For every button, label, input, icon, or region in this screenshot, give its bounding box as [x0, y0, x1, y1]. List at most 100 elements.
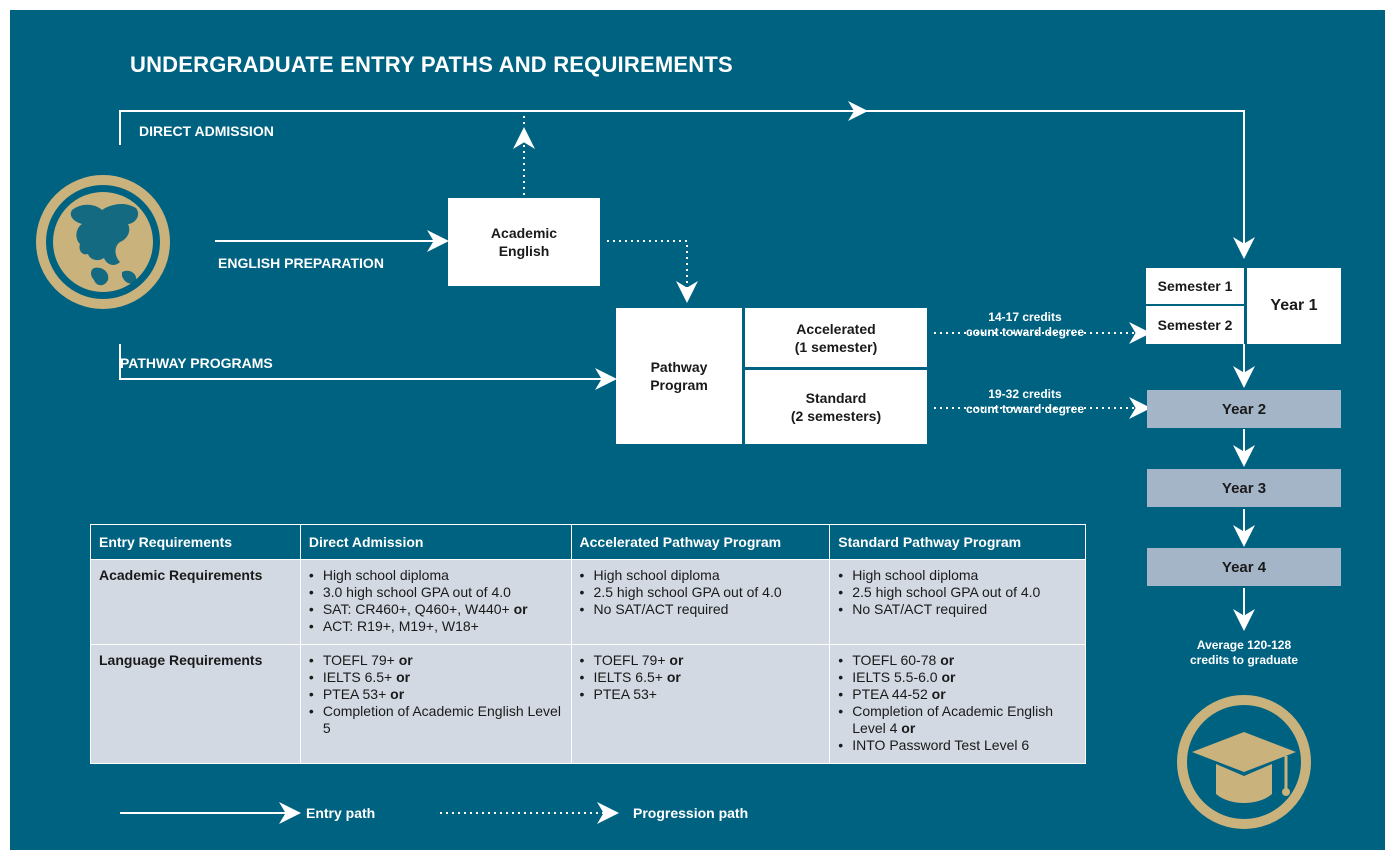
requirement-item: IELTS 6.5+ or: [580, 669, 822, 686]
or-keyword: or: [931, 686, 946, 702]
year1-label: Year 1: [1270, 297, 1318, 314]
page-title: UNDERGRADUATE ENTRY PATHS AND REQUIREMEN…: [130, 52, 733, 77]
year2-box: Year 2: [1147, 390, 1341, 428]
accelerated-credits-label: 14-17 credits count toward degree: [950, 310, 1100, 340]
direct-admission-label: DIRECT ADMISSION: [139, 123, 274, 139]
requirement-item: 3.0 high school GPA out of 4.0: [309, 584, 563, 601]
requirement-item: No SAT/ACT required: [580, 601, 822, 618]
requirement-item: TOEFL 60-78 or: [838, 652, 1077, 669]
requirement-text: 2.5 high school GPA out of 4.0: [593, 584, 782, 600]
requirement-text: High school diploma: [322, 567, 449, 583]
direct-admission-path: [119, 110, 1255, 259]
requirement-text: High school diploma: [593, 567, 720, 583]
table-header-cell: Accelerated Pathway Program: [570, 524, 831, 560]
requirement-item: Completion of Academic English Level 4 o…: [838, 703, 1077, 737]
academic-english-label: Academic English: [490, 225, 558, 259]
requirement-text: TOEFL 60-78: [852, 652, 941, 668]
requirement-item: PTEA 53+: [580, 686, 822, 703]
requirement-item: ACT: R19+, M19+, W18+: [309, 618, 563, 635]
requirement-item: PTEA 53+ or: [309, 686, 563, 703]
requirement-text: PTEA 44-52: [852, 686, 932, 702]
standard-credits-label: 19-32 credits count toward degree: [950, 387, 1100, 417]
or-keyword: or: [398, 652, 413, 668]
or-keyword: or: [941, 669, 956, 685]
accelerated-credits-line1: 14-17 credits: [988, 310, 1062, 324]
accelerated-box: Accelerated (1 semester): [745, 308, 927, 367]
legend-progression-label: Progression path: [633, 805, 749, 821]
table-row-label: Language Requirements: [90, 644, 301, 764]
standard-credits-line2: count toward degree: [965, 402, 1084, 416]
requirement-item: High school diploma: [309, 567, 563, 584]
table-cell: High school diploma3.0 high school GPA o…: [299, 559, 572, 645]
table-header-cell: Entry Requirements: [90, 524, 301, 560]
table-cell: TOEFL 60-78 orIELTS 5.5-6.0 orPTEA 44-52…: [829, 644, 1086, 764]
standard-box: Standard (2 semesters): [745, 370, 927, 444]
graduate-line1: Average 120-128: [1196, 638, 1292, 652]
or-keyword: or: [513, 601, 528, 617]
pathway-programs-label: PATHWAY PROGRAMS: [120, 355, 273, 371]
standard-sub-label: (2 semesters): [790, 408, 882, 424]
semester1-box: Semester 1: [1146, 268, 1244, 304]
year3-box: Year 3: [1147, 469, 1341, 507]
table-header-cell: Standard Pathway Program: [829, 524, 1086, 560]
semester2-label: Semester 2: [1157, 317, 1233, 333]
requirement-text: IELTS 5.5-6.0: [852, 669, 942, 685]
requirement-text: Completion of Academic English Level 5: [322, 703, 561, 736]
semester2-box: Semester 2: [1146, 306, 1244, 344]
academic-english-to-pathway: [607, 240, 698, 303]
table-cell: TOEFL 79+ orIELTS 6.5+ orPTEA 53+ orComp…: [299, 644, 572, 764]
year4-label: Year 4: [1221, 558, 1267, 576]
academic-english-box: Academic English: [448, 198, 600, 286]
year2-label: Year 2: [1221, 400, 1267, 418]
requirement-item: INTO Password Test Level 6: [838, 737, 1077, 754]
table-row: Academic RequirementsHigh school diploma…: [90, 559, 1086, 645]
table-header-cell: Direct Admission: [299, 524, 572, 560]
graduate-credits-label: Average 120-128 credits to graduate: [1154, 638, 1334, 668]
or-keyword: or: [396, 669, 411, 685]
requirement-text: SAT: CR460+, Q460+, W440+: [322, 601, 514, 617]
or-keyword: or: [390, 686, 405, 702]
requirement-item: 2.5 high school GPA out of 4.0: [838, 584, 1077, 601]
or-keyword: or: [940, 652, 955, 668]
standard-label: Standard: [805, 390, 867, 406]
requirement-item: High school diploma: [580, 567, 822, 584]
requirement-text: ACT: R19+, M19+, W18+: [322, 618, 479, 634]
pathway-program-box: Pathway Program: [616, 308, 742, 444]
requirement-text: 3.0 high school GPA out of 4.0: [322, 584, 511, 600]
requirement-item: No SAT/ACT required: [838, 601, 1077, 618]
requirement-item: PTEA 44-52 or: [838, 686, 1077, 703]
requirement-text: PTEA 53+: [593, 686, 657, 702]
pathway-programs-path: [119, 344, 617, 390]
year3-label: Year 3: [1221, 479, 1267, 497]
table-cell: High school diploma2.5 high school GPA o…: [570, 559, 831, 645]
requirement-item: TOEFL 79+ or: [309, 652, 563, 669]
accelerated-sub-label: (1 semester): [794, 338, 878, 355]
requirement-text: 2.5 high school GPA out of 4.0: [852, 584, 1041, 600]
table-row-label: Academic Requirements: [90, 559, 301, 645]
year4-box: Year 4: [1147, 548, 1341, 586]
accelerated-label: Accelerated: [796, 320, 876, 337]
standard-credits-line1: 19-32 credits: [988, 387, 1062, 401]
requirement-item: Completion of Academic English Level 5: [309, 703, 563, 737]
graduation-cap-icon: [1177, 695, 1311, 829]
requirement-text: IELTS 6.5+: [593, 669, 667, 685]
requirement-item: IELTS 5.5-6.0 or: [838, 669, 1077, 686]
pathway-program-label: Pathway Program: [650, 359, 708, 393]
graduate-line2: credits to graduate: [1189, 653, 1299, 667]
legend-entry-label: Entry path: [306, 805, 376, 821]
requirement-text: TOEFL 79+: [593, 652, 670, 668]
requirement-text: No SAT/ACT required: [593, 601, 729, 617]
requirement-item: SAT: CR460+, Q460+, W440+ or: [309, 601, 563, 618]
table-row: Language RequirementsTOEFL 79+ orIELTS 6…: [90, 644, 1086, 764]
connector-lines: [36, 101, 1311, 829]
or-keyword: or: [669, 652, 684, 668]
diagram-canvas: UNDERGRADUATE ENTRY PATHS AND REQUIREMEN…: [10, 10, 1385, 850]
requirement-text: PTEA 53+: [322, 686, 391, 702]
requirement-item: IELTS 6.5+ or: [309, 669, 563, 686]
globe-icon: [36, 175, 170, 309]
table-cell: TOEFL 79+ orIELTS 6.5+ orPTEA 53+: [570, 644, 831, 764]
direct-admission-mid-arrow: [848, 101, 868, 121]
requirement-text: No SAT/ACT required: [852, 601, 988, 617]
